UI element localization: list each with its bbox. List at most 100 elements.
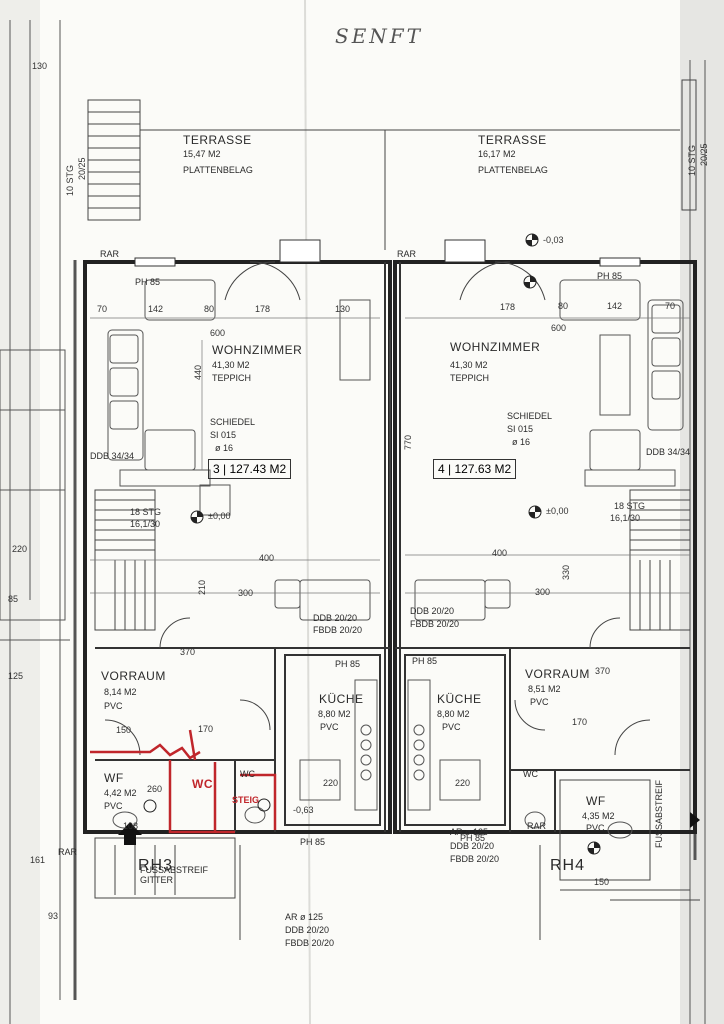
living-room-right-name: WOHNZIMMER xyxy=(450,340,541,354)
wc-left-label: WC xyxy=(240,769,255,779)
unit-left-label: RH3 xyxy=(138,857,174,874)
steig-red-mark: STEIG xyxy=(232,795,260,805)
wc-right-label: WC xyxy=(523,769,538,779)
dim-130-neighbour: 130 xyxy=(32,61,48,71)
fbdb-left-upper: FBDB 20/20 xyxy=(313,625,363,635)
dim-125-neighbour: 125 xyxy=(8,671,24,681)
unit-right-total-area: 127.63 M2 xyxy=(454,462,512,476)
dim-370-right: 370 xyxy=(595,666,611,676)
dim-142-left: 142 xyxy=(148,304,164,314)
dim-300-left: 300 xyxy=(238,588,254,598)
hall-right-area: 8,51 M2 xyxy=(528,684,561,694)
chimney-left-name: SCHIEDEL xyxy=(210,417,256,427)
living-room-left-finish: TEPPICH xyxy=(212,373,252,383)
hall-left-name: VORRAUM xyxy=(101,669,166,683)
terrace-left-area: 15,47 M2 xyxy=(183,149,221,159)
terrace-left-name: TERRASSE xyxy=(183,133,252,147)
dim-220-right: 220 xyxy=(455,778,471,788)
level-neg063: -0,63 xyxy=(293,805,314,815)
wf-left-name: WF xyxy=(104,771,124,785)
ph85-right-kitchen: PH 85 xyxy=(412,656,438,666)
terrace-right-name: TERRASSE xyxy=(478,133,547,147)
terrace-right-stairs: 10 STG xyxy=(687,144,697,176)
unit-right-area-box: 4 | 127.63 M2 xyxy=(433,459,517,479)
kitchen-right-area: 8,80 M2 xyxy=(437,709,470,719)
rar-left: RAR xyxy=(100,249,120,259)
rar-right: RAR xyxy=(397,249,417,259)
ph85-left-top: PH 85 xyxy=(135,277,161,287)
level-left: ±0,00 xyxy=(208,511,231,521)
dim-178-left: 178 xyxy=(255,304,271,314)
chimney-right-dia: ø 16 xyxy=(512,437,531,447)
kitchen-left-area: 8,80 M2 xyxy=(318,709,351,719)
terrace-right-area: 16,17 M2 xyxy=(478,149,516,159)
dim-770: 770 xyxy=(403,434,413,450)
ddb-3434-left: DDB 34/34 xyxy=(90,451,135,461)
entry-right-mat: FUSSABSTREIF xyxy=(654,779,664,848)
dim-80-left: 80 xyxy=(204,304,215,314)
living-room-right-area: 41,30 M2 xyxy=(450,360,488,370)
fbdb-right: FBDB 20/20 xyxy=(450,854,500,864)
stairs-right-dim: 16,1/30 xyxy=(610,513,641,523)
ph85-right-top: PH 85 xyxy=(597,271,623,281)
ddb-right: DDB 20/20 xyxy=(450,841,495,851)
unit-left-number: 3 xyxy=(213,462,220,476)
hall-left-area: 8,14 M2 xyxy=(104,687,137,697)
dim-161: 161 xyxy=(30,855,46,865)
ar-right: AR ø 125 xyxy=(450,827,489,837)
entry-left-mat: FUSSABSTREIF GITTER xyxy=(140,865,209,885)
dim-300-right: 300 xyxy=(535,587,551,597)
dim-330: 330 xyxy=(561,564,571,580)
dim-108: 108 xyxy=(123,821,139,831)
dim-130-left: 130 xyxy=(335,304,351,314)
terrace-right-stair-dim: 20/25 xyxy=(699,143,709,166)
ddb-3434-right: DDB 34/34 xyxy=(646,447,691,457)
dim-220-left: 220 xyxy=(323,778,339,788)
wc-red-mark: WC xyxy=(192,777,213,791)
stairs-left-dim: 16,1/30 xyxy=(130,519,161,529)
chimney-left-dia: ø 16 xyxy=(215,443,234,453)
ph85-left-bottom: PH 85 xyxy=(300,837,326,847)
living-room-right-finish: TEPPICH xyxy=(450,373,490,383)
rar-bottom-left: RAR xyxy=(58,847,78,857)
dim-85-neighbour: 85 xyxy=(8,594,19,604)
dim-600-left: 600 xyxy=(210,328,226,338)
dim-93: 93 xyxy=(48,911,59,921)
dim-150-right: 150 xyxy=(594,877,610,887)
dim-150-left: 150 xyxy=(116,725,132,735)
dim-170-left: 170 xyxy=(198,724,214,734)
ph85-left-kitchen: PH 85 xyxy=(335,659,361,669)
stairs-right-count: 18 STG xyxy=(614,501,646,511)
dim-142-right: 142 xyxy=(607,301,623,311)
rar-bottom-right: RAR xyxy=(527,821,547,831)
kitchen-left-finish: PVC xyxy=(320,722,339,732)
hall-right-finish: PVC xyxy=(530,697,549,707)
kitchen-right-name: KÜCHE xyxy=(437,692,482,706)
wf-left-area: 4,42 M2 xyxy=(104,788,137,798)
unit-right-label: RH4 xyxy=(550,857,586,874)
kitchen-right-finish: PVC xyxy=(442,722,461,732)
living-room-left-area: 41,30 M2 xyxy=(212,360,250,370)
ddb-left: DDB 20/20 xyxy=(285,925,330,935)
ddb-right-upper: DDB 20/20 xyxy=(410,606,455,616)
dim-170-right: 170 xyxy=(572,717,588,727)
dim-70-left: 70 xyxy=(97,304,108,314)
chimney-left-spec: SI 015 xyxy=(210,430,237,440)
wf-right-name: WF xyxy=(586,794,606,808)
ph85-right-bottom: PH 85 xyxy=(460,833,486,843)
hall-right-name: VORRAUM xyxy=(525,667,590,681)
ddb-left-upper: DDB 20/20 xyxy=(313,613,358,623)
dim-260: 260 xyxy=(147,784,163,794)
dim-440: 440 xyxy=(193,364,203,380)
terrace-left-finish: PLATTENBELAG xyxy=(183,165,253,175)
unit-left-total-area: 127.43 M2 xyxy=(229,462,287,476)
wf-right-finish: PVC xyxy=(586,823,605,833)
chimney-right-spec: SI 015 xyxy=(507,424,534,434)
terrace-right-finish: PLATTENBELAG xyxy=(478,165,548,175)
dim-220-neighbour: 220 xyxy=(12,544,28,554)
dim-178-right: 178 xyxy=(500,302,516,312)
fbdb-left: FBDB 20/20 xyxy=(285,938,335,948)
wf-left-finish: PVC xyxy=(104,801,123,811)
dim-400-left: 400 xyxy=(259,553,275,563)
